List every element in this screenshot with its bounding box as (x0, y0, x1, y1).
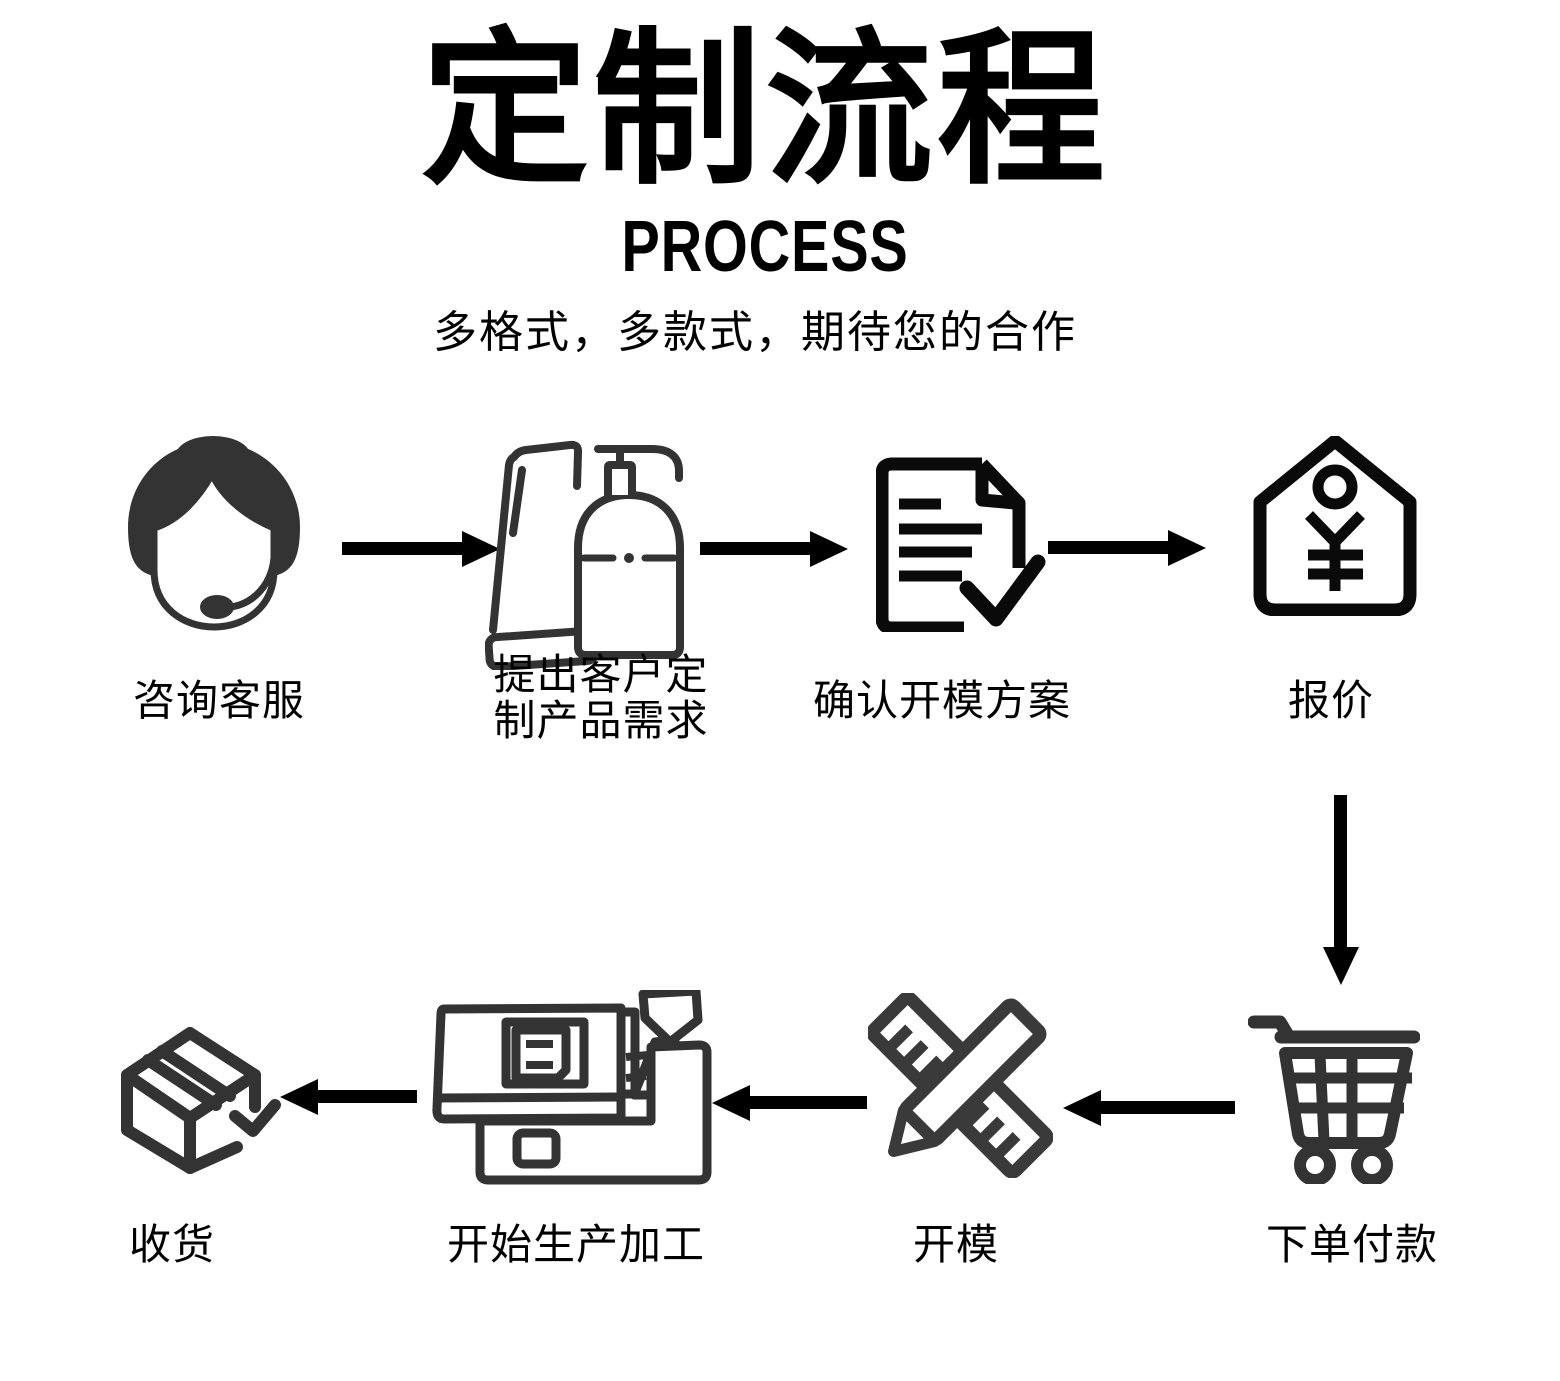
arrow-step4-to-step5 (1334, 795, 1347, 947)
step-8-label: 收货 (128, 1221, 216, 1268)
tagline: 多格式，多款式，期待您的合作 (433, 308, 1077, 357)
arrow-step1-to-step2 (342, 542, 462, 555)
step-3-label: 确认开模方案 (812, 677, 1072, 724)
arrow-step7-to-step8 (318, 1090, 417, 1103)
document-check-icon (876, 457, 1046, 632)
shopping-cart-icon (1248, 1015, 1420, 1184)
step-2-label: 提出客户定制产品需求 (493, 651, 709, 745)
page-subtitle: PROCESS (621, 207, 909, 287)
step-6-label: 开模 (912, 1221, 1000, 1268)
step-4-label: 报价 (1287, 677, 1375, 724)
page-title: 定制流程 (421, 16, 1109, 204)
arrow-step5-to-step6 (1101, 1101, 1235, 1114)
price-tag-yuan-icon (1253, 436, 1417, 616)
arrow-step6-to-step7 (750, 1096, 867, 1109)
arrow-step2-to-step3 (700, 542, 810, 555)
step-5-label: 下单付款 (1265, 1221, 1439, 1268)
customer-service-agent-icon (128, 436, 300, 631)
arrow-step3-to-step4 (1048, 541, 1168, 554)
package-check-icon (121, 1027, 281, 1174)
step-1-label: 咨询客服 (132, 677, 306, 724)
ruler-pencil-cross-icon (868, 993, 1053, 1178)
cosmetic-bottles-icon (485, 440, 684, 670)
injection-molding-machine-icon (432, 990, 712, 1185)
step-7-label: 开始生产加工 (446, 1221, 706, 1268)
